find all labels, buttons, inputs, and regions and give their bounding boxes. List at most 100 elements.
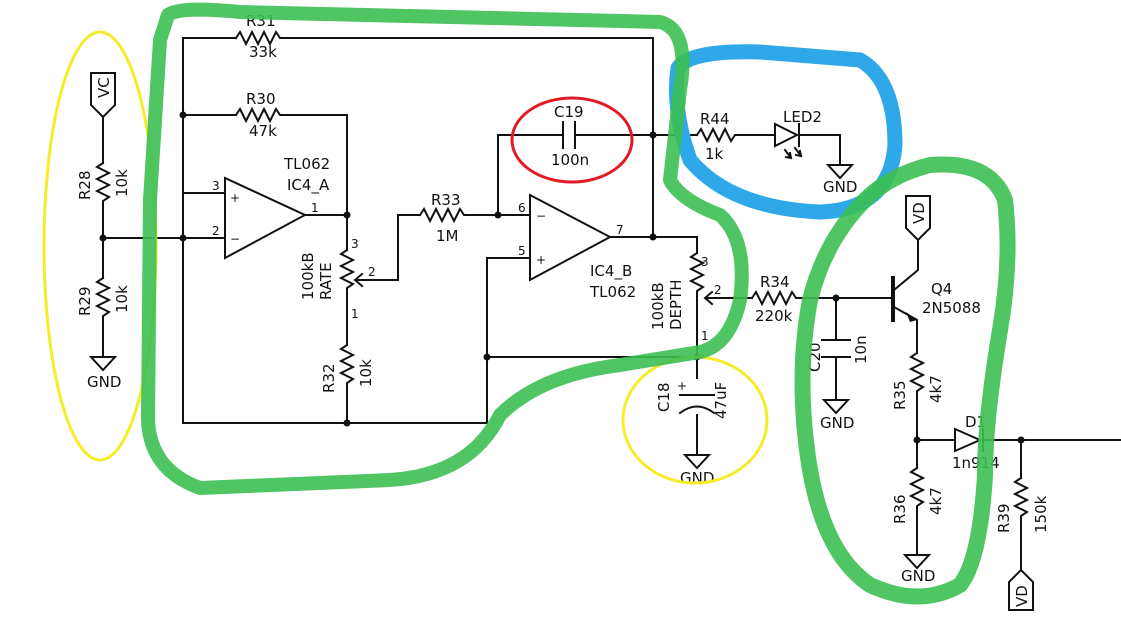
c18-plus: + <box>677 379 687 393</box>
c19-ref: C19 <box>554 103 584 121</box>
rate-pin1: 1 <box>351 307 359 321</box>
c20-plates <box>821 339 851 358</box>
green-outline-lfo <box>141 2 749 495</box>
gnd-r29-label: GND <box>87 373 121 391</box>
capacitor-symbols: + <box>562 121 851 415</box>
blue-outline-led <box>669 44 903 220</box>
r39-symbol <box>1012 476 1030 529</box>
ic4b-part: TL062 <box>589 283 636 301</box>
r36-ref: R36 <box>891 494 909 524</box>
r32-ref: R32 <box>320 363 338 393</box>
r39-ref: R39 <box>995 503 1013 533</box>
r36-value: 4k7 <box>927 487 945 515</box>
depth-pin3: 3 <box>701 255 709 269</box>
r33-symbol <box>418 206 470 224</box>
gnd-c18-symbol <box>682 454 712 470</box>
rate-wiper-arrow <box>353 272 373 288</box>
component-labels: R31 33k R30 47k R28 10k R29 10k TL062 IC… <box>76 12 1050 533</box>
yellow-ellipse-c18 <box>621 355 769 485</box>
r44-ref: R44 <box>700 110 730 128</box>
c19-plates <box>562 121 576 149</box>
depth-value: 100kB <box>649 282 667 330</box>
ic4b-ref: IC4_B <box>590 262 632 281</box>
r35-value: 4k7 <box>927 375 945 403</box>
depth-pin1: 1 <box>701 329 709 343</box>
opamp-symbols <box>224 176 613 282</box>
rate-pin3: 3 <box>351 237 359 251</box>
r28-value: 10k <box>113 169 131 197</box>
vd-r39-flag <box>1008 568 1034 611</box>
r36-symbol <box>908 466 926 519</box>
ic4a-ref: IC4_A <box>287 176 330 195</box>
r31-symbol <box>234 29 284 47</box>
gnd-c20-label: GND <box>820 414 854 432</box>
ic4b-minus: − <box>536 209 546 223</box>
ic4a-pin1: 1 <box>311 201 319 215</box>
ic4a-pin2: 2 <box>212 224 220 238</box>
r33-value: 1M <box>436 227 459 245</box>
r44-value: 1k <box>705 145 724 163</box>
ic4b-pin6: 6 <box>518 201 526 215</box>
rate-value: 100kB <box>299 252 317 300</box>
q4-emitter-arrow <box>906 312 917 322</box>
gnd-c20-symbol <box>821 399 851 415</box>
gnd-r36-label: GND <box>901 567 935 585</box>
led2-light-arrows <box>783 146 803 160</box>
ic4b-triangle <box>529 193 613 282</box>
r29-ref: R29 <box>76 286 94 316</box>
green-outline-q4 <box>794 156 1016 605</box>
rate-pin2: 2 <box>368 265 376 279</box>
vd-q4-flag <box>905 195 931 242</box>
depth-pin2: 2 <box>714 283 722 297</box>
depth-pot-symbol <box>688 251 706 309</box>
r28-symbol <box>94 161 112 204</box>
c19-value: 100n <box>551 151 589 169</box>
highlight-overlays <box>42 2 1016 605</box>
c18-curved-plate <box>678 405 716 415</box>
ic4a-triangle <box>224 176 308 260</box>
c20-value: 10n <box>852 335 870 364</box>
rate-name: RATE <box>317 262 335 300</box>
r34-symbol <box>750 289 799 307</box>
r29-symbol <box>94 276 112 319</box>
r29-value: 10k <box>113 285 131 313</box>
ic4a-plus: + <box>230 191 240 205</box>
r31-value: 33k <box>249 43 277 61</box>
junctions <box>99 111 1025 444</box>
r34-value: 220k <box>755 307 793 325</box>
gnd-led-label: GND <box>823 178 857 196</box>
vc-flag <box>90 72 116 119</box>
r28-ref: R28 <box>76 170 94 200</box>
r32-symbol <box>338 343 356 391</box>
q4-ref: Q4 <box>931 280 952 298</box>
r39-value: 150k <box>1032 495 1050 533</box>
c18-value: 47uF <box>712 382 730 419</box>
q4-value: 2N5088 <box>922 299 981 317</box>
r30-value: 47k <box>249 122 277 140</box>
r30-ref: R30 <box>246 90 276 108</box>
r44-symbol <box>695 126 737 144</box>
c18-ref: C18 <box>655 382 673 412</box>
r33-ref: R33 <box>431 191 461 209</box>
led2-body <box>774 122 800 148</box>
vd-q4-label: VD <box>910 202 928 224</box>
vc-label: VC <box>95 77 113 98</box>
ic4b-plus: + <box>536 253 546 267</box>
resistor-symbols <box>94 29 1030 529</box>
r35-symbol <box>908 351 926 404</box>
r35-ref: R35 <box>891 380 909 410</box>
vd-r39-label: VD <box>1013 585 1031 607</box>
ic4b-pin7: 7 <box>616 223 624 237</box>
rate-pot-symbol <box>338 248 356 301</box>
gnd-led-symbol <box>825 164 855 180</box>
r30-symbol <box>234 106 284 124</box>
r32-value: 10k <box>357 359 375 387</box>
gnd-r36-symbol <box>902 554 932 570</box>
ic4a-minus: − <box>230 232 240 246</box>
depth-name: DEPTH <box>667 279 685 330</box>
power-symbols: VC VD VD GND GND GND GND GND <box>87 72 1034 611</box>
pin-numbers: 3 2 1 + − 6 5 7 − + 3 2 1 3 2 1 <box>212 179 722 343</box>
led2-ref: LED2 <box>783 108 822 126</box>
gnd-r29-symbol <box>88 356 118 372</box>
